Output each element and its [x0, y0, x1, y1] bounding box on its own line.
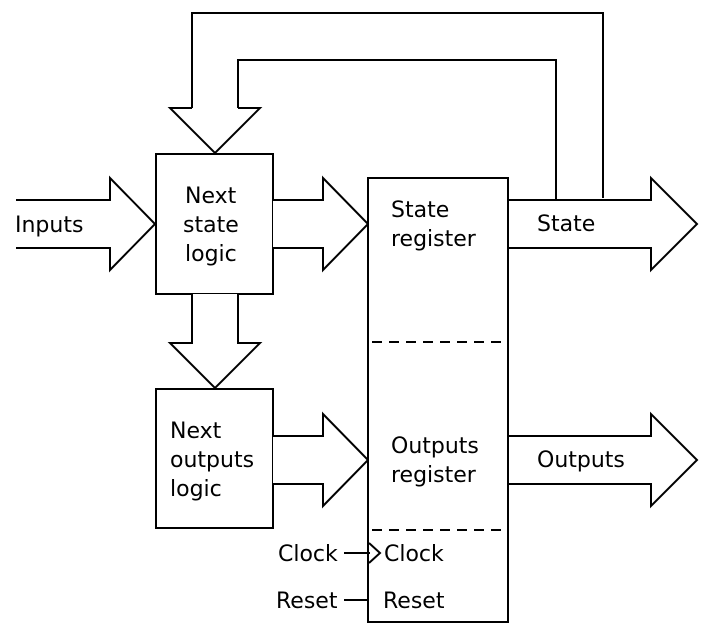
state-register-label: State register	[391, 198, 477, 252]
clock-input-label: Clock	[278, 542, 338, 567]
state-output-label: State	[537, 212, 595, 237]
next-outputs-logic-label: Next outputs logic	[170, 419, 261, 502]
reset-input-label: Reset	[276, 589, 338, 614]
state-output-arrow	[508, 175, 699, 273]
state-logic-to-outputs-logic-arrow	[167, 294, 263, 390]
next-state-logic-label: Next state logic	[183, 184, 246, 267]
next-state-logic-box	[155, 153, 274, 295]
inputs-label: Inputs	[15, 213, 83, 238]
feedback-arrow	[167, 107, 263, 155]
clock-triangle-icon	[368, 542, 382, 564]
outputs-output-arrow	[508, 411, 699, 509]
reset-pin-label: Reset	[383, 589, 445, 614]
feedback-wire-outer	[191, 12, 604, 198]
clock-pin-label: Clock	[384, 542, 444, 567]
next-outputs-to-register-arrow	[273, 411, 370, 509]
next-state-to-register-arrow	[273, 175, 370, 273]
outputs-output-label: Outputs	[537, 448, 625, 473]
outputs-register-label: Outputs register	[391, 434, 486, 488]
register-block	[367, 177, 509, 623]
